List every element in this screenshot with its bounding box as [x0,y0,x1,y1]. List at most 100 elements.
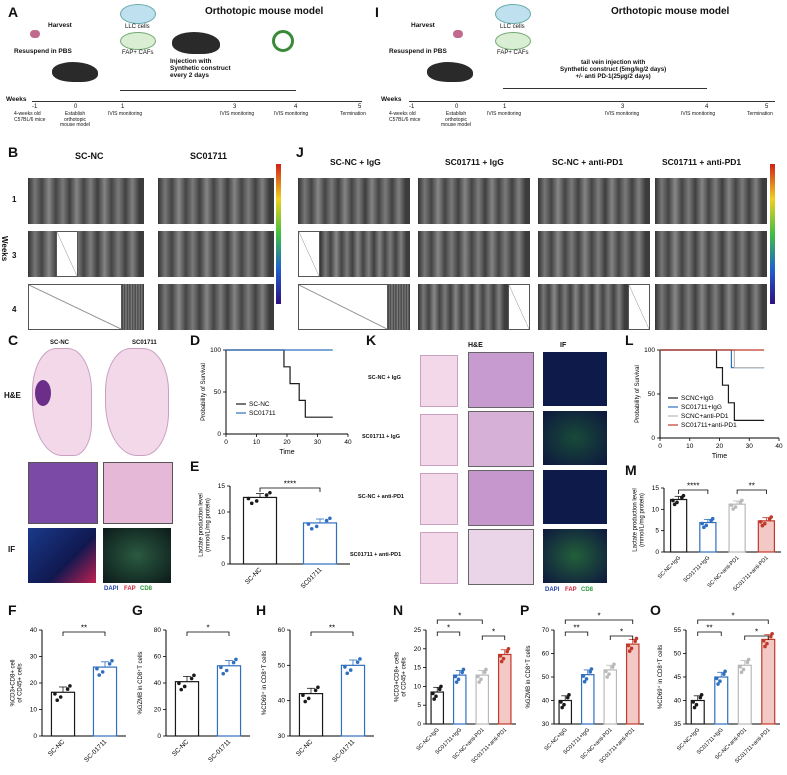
H-bar-0 [298,692,324,737]
O-dot-0-4 [692,705,697,710]
M-sig-bracket-0 [678,489,709,494]
D-xtick-label-1: 10 [253,439,261,446]
tumor-icon-i [453,30,463,38]
O-sig-label-0: ** [706,624,712,633]
N-dot-1-3 [461,667,466,672]
N-dot-2-1 [482,670,487,675]
ivis-j-1-w4 [418,284,508,330]
D-xtick-label-4: 40 [344,439,352,446]
N-sig-bracket-0 [436,631,461,636]
N-dot-3-1 [505,649,510,654]
P-sig-bracket-1 [564,619,634,624]
he-sc-zoom [103,462,173,524]
caf-dish-icon-i [495,32,531,50]
O-dot-2-3 [746,657,751,662]
F-dot-0-2 [58,695,63,699]
O-sig-bracket-1 [697,619,769,624]
harvest-label-i: Harvest [411,22,435,29]
P-sig-label-2: * [620,628,623,637]
M-ylabel-1: (mmol/L/mg protein) [640,493,646,547]
panel-label-l: L [625,332,634,348]
ivis-b-row-3: 3 [12,251,17,260]
he-k-whole-0 [420,355,458,407]
timeline-axis-a [32,101,362,103]
O-dot-1-1 [722,672,726,676]
H-dot-0-3 [316,685,320,690]
H-dot-0-0 [301,693,305,697]
mouse-icon [52,62,98,82]
P-dot-3-4 [627,649,632,653]
L-series-2 [660,349,765,369]
F-bar-0 [50,691,76,737]
if-k-3 [543,529,607,583]
ivis-b-axis: Weeks [0,236,9,262]
chart-e: Lactate production level(mmol/L/mg prote… [199,480,350,590]
P-ytick-label-2: 50 [542,674,550,681]
P-dot-2-0 [604,669,608,674]
P-dot-2-1 [610,665,615,669]
P-bar-1 [580,674,595,725]
D-legend-label-0: SC-NC [249,401,270,408]
M-ytick-label-2: 10 [652,506,660,513]
D-ytick-label-0: 0 [217,431,221,438]
P-sig-bracket-2 [609,635,634,640]
M-dot-3-4 [760,523,765,528]
panel-label-k: K [366,332,377,348]
O-sig-bracket-2 [744,635,769,640]
if-nc [28,528,96,583]
F-dot-1-1 [107,662,112,666]
G-dot-1-0 [219,665,223,670]
O-sig-label-2: * [755,628,758,637]
injection-label-i: tail vein injection with Synthetic const… [560,59,667,80]
F-sig-bracket-0 [62,631,106,636]
F-sig-label-0: ** [81,624,87,633]
timeline-a: Orthotopic mouse model Harvest Resuspend… [0,0,370,140]
P-dot-1-3 [589,667,594,671]
E-dot-0-0 [246,496,251,501]
chart-m: Lactate production level(mmol/L/mg prote… [633,482,781,593]
P-dot-0-3 [567,693,571,697]
histo-c-row-if: IF [8,545,16,554]
he-k-whole-2 [420,473,458,525]
mouse-icon-i [427,62,473,82]
L-legend-label-1: SC01711+IgG [681,404,722,411]
ivis-colorbar-j [770,164,775,304]
G-dot-1-4 [221,671,226,676]
N-ytick-label-5: 25 [414,627,422,634]
N-ylabel-1: of CD45+ cells [402,657,408,696]
H-dot-0-1 [313,688,318,693]
D-ytick-label-1: 50 [214,389,222,396]
he-k-zoom-3 [468,529,534,585]
P-dot-0-1 [565,695,570,700]
G-ylabel-0: %GZMB in CD8⁺T cells [137,651,144,714]
O-ylabel-0: %CD69⁺ in CD8⁺T cells [657,645,664,709]
P-sig-label-1: * [597,612,600,621]
tick-i-5: 5 [765,104,769,110]
histo-c-row-he: H&E [4,391,21,400]
P-ytick-label-4: 70 [542,627,550,634]
M-bar-2 [728,503,746,553]
tick-a-1: 0 [74,104,78,110]
H-xlabel-1: SC-01711 [331,738,357,764]
he-k-zoom-2 [468,470,534,526]
G-dot-1-3 [234,657,238,662]
O-dot-3-2 [765,641,769,646]
llc-dish-icon-i [495,4,531,24]
L-xtick-label-1: 10 [686,443,694,450]
llc-label-i: LLC cells [500,24,525,30]
G-dot-0-1 [189,676,194,681]
E-dot-1-0 [306,522,311,526]
P-dot-3-3 [634,636,639,641]
E-ytick-label-3: 15 [218,483,226,490]
ivis-j-2-w3 [538,231,650,277]
ivis-j-1-w1 [418,178,530,224]
D-xtick-label-3: 30 [314,439,322,446]
L-ylabel-0: Probability of Survival [635,365,641,423]
E-dot-1-4 [309,526,314,531]
D-xtick-label-2: 20 [283,439,291,446]
tumor-icon [30,30,40,38]
H-ytick-label-0: 30 [278,733,286,740]
dead-mouse-boxes-w4 [28,284,122,330]
L-legend-label-2: SCNC+anti-PD1 [681,413,729,420]
O-dot-0-2 [694,702,699,707]
